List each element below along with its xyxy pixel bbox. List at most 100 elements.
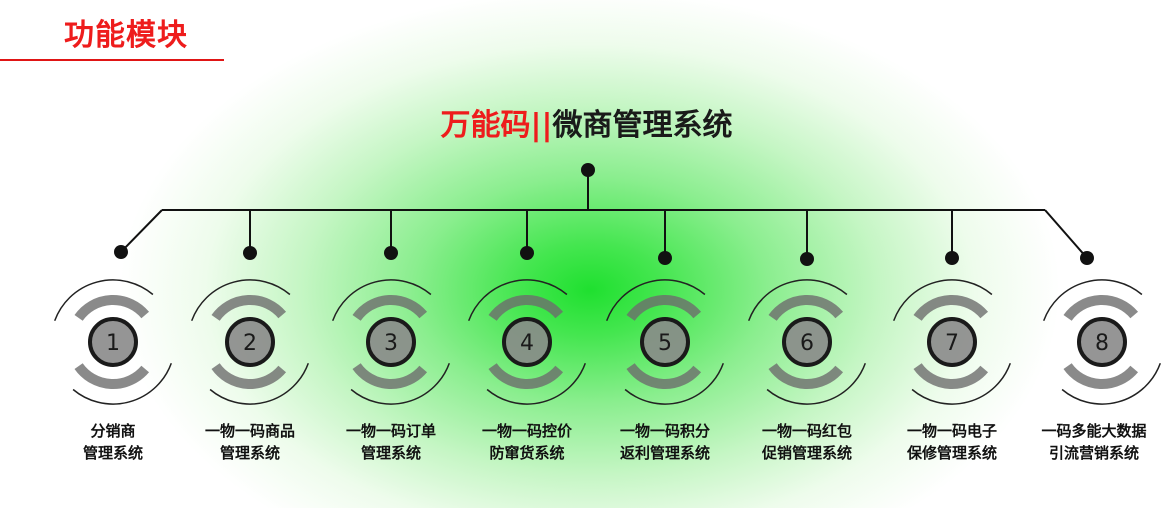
branch-dot-4 xyxy=(520,246,534,260)
outer-arc-top xyxy=(892,279,993,322)
module-node-5: 5 xyxy=(605,279,725,405)
number-circle-2 xyxy=(225,317,275,367)
module-number-1: 1 xyxy=(106,331,120,356)
number-circle-3 xyxy=(366,317,416,367)
outer-arc-bottom xyxy=(624,362,725,405)
module-node-7: 7 xyxy=(892,279,1012,405)
connector-lines xyxy=(114,163,1094,266)
segment-arc-top xyxy=(1063,294,1139,321)
module-label-4: 一物一码控价防窜货系统 xyxy=(447,420,607,464)
outer-arc-top xyxy=(605,279,706,322)
outer-arc-bottom xyxy=(1061,362,1162,405)
branch-dot-1 xyxy=(114,245,128,259)
main-title: 万能码||微商管理系统 xyxy=(0,100,1173,144)
module-label-line2: 管理系统 xyxy=(219,444,280,462)
module-number-2: 2 xyxy=(243,331,257,356)
outer-arc-bottom xyxy=(766,362,867,405)
module-label-line2: 防窜货系统 xyxy=(489,444,565,462)
module-nodes: 1 2 3 4 5 6 7 8 xyxy=(53,279,1162,405)
number-circle-5 xyxy=(640,317,690,367)
branch-line-8 xyxy=(1044,209,1088,259)
module-label-line1: 一物一码商品 xyxy=(204,422,295,440)
section-title-underline xyxy=(0,59,224,61)
module-label-line2: 返利管理系统 xyxy=(619,444,710,462)
module-node-4: 4 xyxy=(467,279,587,405)
module-node-8: 8 xyxy=(1042,279,1162,405)
module-number-3: 3 xyxy=(384,331,398,356)
module-label-6: 一物一码红包促销管理系统 xyxy=(727,420,887,464)
module-label-line1: 一物一码积分 xyxy=(619,422,710,440)
segment-arc-top xyxy=(488,294,564,321)
branch-dot-7 xyxy=(945,251,959,265)
segment-arc-bottom xyxy=(352,363,428,390)
module-label-line1: 一物一码控价 xyxy=(481,422,572,440)
module-number-5: 5 xyxy=(658,331,672,356)
branch-line-1 xyxy=(120,209,163,253)
outer-arc-top xyxy=(747,279,848,322)
brand-name: 万能码 xyxy=(440,108,531,143)
segment-arc-top xyxy=(352,294,428,321)
module-label-line1: 分销商 xyxy=(90,422,136,440)
module-number-8: 8 xyxy=(1095,331,1109,356)
outer-arc-top xyxy=(331,279,432,322)
branch-dot-3 xyxy=(384,246,398,260)
module-node-1: 1 xyxy=(53,279,173,405)
module-node-2: 2 xyxy=(190,279,310,405)
segment-arc-bottom xyxy=(74,363,150,390)
segment-arc-bottom xyxy=(913,363,989,390)
module-node-3: 3 xyxy=(331,279,451,405)
module-label-line2: 保修管理系统 xyxy=(906,444,997,462)
outer-arc-top xyxy=(53,279,154,322)
number-circle-7 xyxy=(927,317,977,367)
outer-arc-bottom xyxy=(209,362,310,405)
module-number-4: 4 xyxy=(520,331,534,356)
outer-arc-bottom xyxy=(72,362,173,405)
number-circle-8 xyxy=(1077,317,1127,367)
segment-arc-bottom xyxy=(626,363,702,390)
outer-arc-top xyxy=(1042,279,1143,322)
number-circle-6 xyxy=(782,317,832,367)
module-number-7: 7 xyxy=(945,331,959,356)
branch-dot-2 xyxy=(243,246,257,260)
module-label-line1: 一物一码订单 xyxy=(345,422,436,440)
number-circle-4 xyxy=(502,317,552,367)
module-label-2: 一物一码商品管理系统 xyxy=(170,420,330,464)
segment-arc-top xyxy=(211,294,287,321)
title-separator: || xyxy=(530,108,553,143)
branch-dot-8 xyxy=(1080,251,1094,265)
section-title: 功能模块 xyxy=(64,18,188,53)
module-number-6: 6 xyxy=(800,331,814,356)
system-name: 微商管理系统 xyxy=(552,108,733,143)
segment-arc-bottom xyxy=(211,363,287,390)
segment-arc-bottom xyxy=(768,363,844,390)
module-label-line1: 一物一码电子 xyxy=(906,422,997,440)
segment-arc-top xyxy=(74,294,150,321)
module-label-line1: 一物一码红包 xyxy=(761,422,852,440)
outer-arc-bottom xyxy=(350,362,451,405)
module-label-8: 一码多能大数据引流营销系统 xyxy=(1014,420,1173,464)
module-label-1: 分销商管理系统 xyxy=(33,420,193,464)
module-label-7: 一物一码电子保修管理系统 xyxy=(872,420,1032,464)
outer-arc-bottom xyxy=(486,362,587,405)
branch-dot-5 xyxy=(658,251,672,265)
segment-arc-bottom xyxy=(1063,363,1139,390)
number-circle-1 xyxy=(88,317,138,367)
module-label-3: 一物一码订单管理系统 xyxy=(311,420,471,464)
segment-arc-top xyxy=(768,294,844,321)
module-label-5: 一物一码积分返利管理系统 xyxy=(585,420,745,464)
module-label-line2: 管理系统 xyxy=(360,444,421,462)
module-label-line2: 促销管理系统 xyxy=(761,444,852,462)
segment-arc-top xyxy=(626,294,702,321)
module-label-line1: 一码多能大数据 xyxy=(1041,422,1147,440)
outer-arc-bottom xyxy=(911,362,1012,405)
outer-arc-top xyxy=(467,279,568,322)
branch-dot-6 xyxy=(800,252,814,266)
outer-arc-top xyxy=(190,279,291,322)
module-node-6: 6 xyxy=(747,279,867,405)
module-label-line2: 管理系统 xyxy=(82,444,143,462)
segment-arc-top xyxy=(913,294,989,321)
module-label-line2: 引流营销系统 xyxy=(1048,444,1139,462)
segment-arc-bottom xyxy=(488,363,564,390)
